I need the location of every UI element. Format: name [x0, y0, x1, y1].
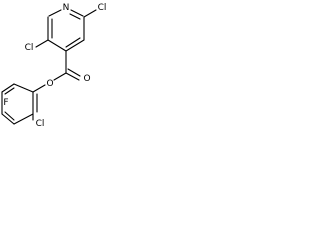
atom-cl-left: Cl: [25, 43, 34, 53]
bond-carbonyl-double-b: [67, 68, 81, 77]
atom-cl-bottom: Cl: [36, 119, 45, 129]
phenyl-ring: [1, 83, 46, 125]
atom-o-carbonyl: O: [83, 74, 90, 84]
bond-c6-n: [48, 9, 62, 17]
bond-carbonyl-c-o: [53, 72, 67, 81]
bond-c5p-c6p: [1, 83, 15, 93]
pyridine-ring: [47, 9, 85, 52]
atom-f: F: [3, 98, 8, 108]
bond-c6p-c1p: [13, 83, 34, 93]
bond-c3-c4-double: [65, 37, 81, 48]
bond-n-c2-double: [69, 13, 81, 20]
bond-c6-cl: [35, 39, 49, 48]
bond-carbonyl-double-a: [65, 72, 80, 81]
bond-c3-c4: [65, 39, 85, 52]
bond-c3p-c4p-double: [4, 111, 15, 121]
atom-cl-top: Cl: [98, 3, 107, 13]
atom-o-ester: O: [46, 79, 53, 89]
structure-canvas: N Cl Cl O O F Cl: [0, 0, 120, 132]
bond-c4-c5: [47, 39, 67, 52]
bond-o-c1p: [32, 84, 46, 93]
bond-c2-cl: [83, 9, 97, 18]
chemical-structure-diagram: N Cl Cl O O F Cl: [1, 3, 107, 129]
bond-c3p-c4p: [1, 113, 15, 125]
bond-c5p-c6p-double: [4, 87, 15, 95]
atom-n: N: [63, 3, 70, 13]
bond-c2p-c3p: [13, 113, 34, 125]
bond-n-c2: [70, 9, 84, 17]
